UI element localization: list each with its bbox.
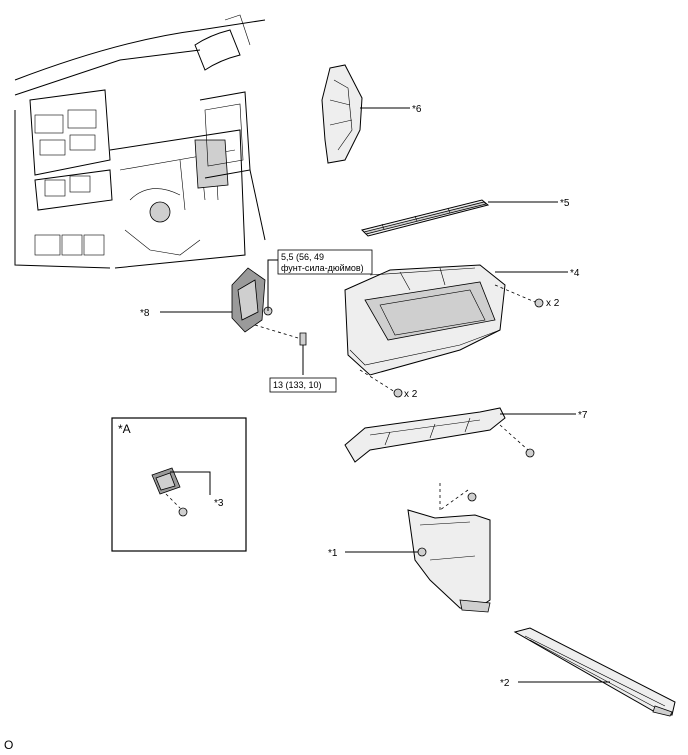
screw-glovebox-bottom (359, 369, 403, 398)
part-5-trim-strip (361, 199, 558, 237)
torque-box-2 (269, 377, 337, 393)
torque-box-1 (277, 249, 373, 275)
callout-1: *1 (328, 548, 338, 559)
part-8-module (160, 259, 307, 375)
dashboard-illustration (14, 14, 266, 269)
quantity-glovebox-right: x 2 (546, 298, 560, 309)
callout-2: *2 (500, 678, 510, 689)
torque-2: 13 (133, 10) (273, 380, 322, 390)
quantity-glovebox-bottom: x 2 (404, 389, 418, 400)
callout-5: *5 (560, 198, 570, 209)
callout-4: *4 (570, 268, 580, 279)
callout-a: *A (118, 422, 131, 436)
callout-6: *6 (412, 104, 422, 115)
torque-1-line2: фунт-сила-дюймов) (281, 263, 364, 273)
part-7-lower-bracket (344, 407, 576, 463)
callout-3: *3 (214, 498, 224, 509)
figure-code: O (4, 738, 14, 752)
part-3-switch (151, 467, 211, 517)
part-4-glove-box (344, 264, 568, 376)
callout-7: *7 (578, 410, 588, 421)
torque-1-line1: 5,5 (56, 49 (281, 252, 324, 262)
part-2-scuff-plate (513, 627, 676, 717)
screw-glovebox-right (494, 284, 544, 308)
callout-8: *8 (140, 308, 150, 319)
part-6-side-panel (321, 64, 410, 164)
part-1-side-cover (345, 483, 491, 613)
